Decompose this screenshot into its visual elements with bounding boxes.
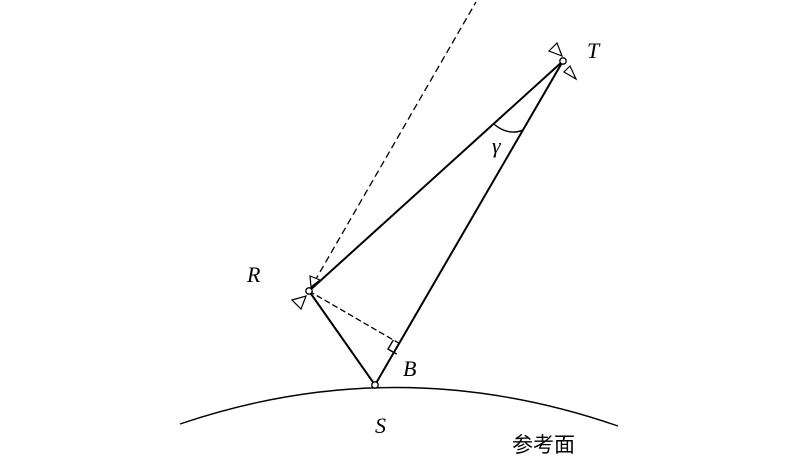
reference-surface-arc [179,386,619,427]
extension-dashed-line [308,1,477,292]
line-RS [308,290,376,386]
line-TS [374,60,564,386]
label-T: T [587,38,601,63]
right-angle-marker [387,339,398,355]
label-B: B [403,356,416,381]
line-TR [308,60,564,292]
satellite-T-icon [547,41,578,81]
perpendicular-dashed-line-RB [308,290,403,346]
label-S: S [375,413,386,438]
satellite-R-icon [290,275,322,311]
label-reference-surface: 参考面 [512,433,575,457]
label-R: R [246,262,261,287]
point-S-marker [371,381,379,389]
angle-gamma-arc [493,123,524,133]
label-gamma: γ [492,133,502,158]
